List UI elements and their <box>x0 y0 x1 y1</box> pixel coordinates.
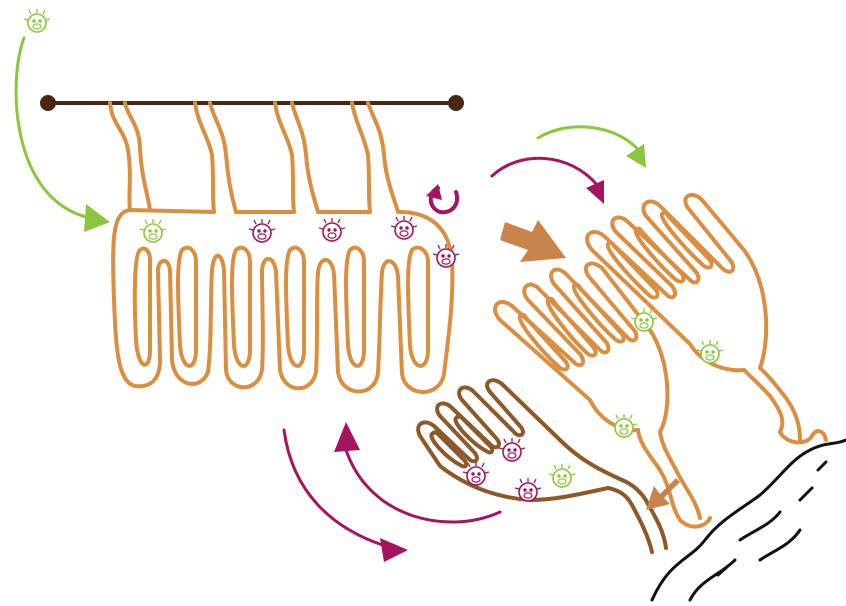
hanging-colony <box>110 103 452 392</box>
stalk-2 <box>195 103 214 212</box>
magenta-arrowhead-down <box>380 538 408 562</box>
smiling-spore-icon <box>433 244 459 267</box>
smiling-spore-icon <box>499 438 525 461</box>
stalk-3 <box>275 103 294 212</box>
substrate-bar <box>40 95 464 111</box>
circular-arrow-icon <box>426 184 457 212</box>
stalk-1 <box>110 103 130 210</box>
mature-colony <box>418 380 666 552</box>
smiling-spore-icon <box>611 414 637 437</box>
smiling-spore-icon <box>140 219 166 242</box>
green-arrowhead-left <box>84 204 110 232</box>
smiling-spore-icon <box>391 216 417 239</box>
stalk-4 <box>352 103 370 212</box>
magenta-arrowhead-up <box>334 422 360 452</box>
smiling-spore-icon <box>549 464 575 487</box>
smiling-spore-icon <box>319 218 345 241</box>
brown-arrow-large <box>500 220 566 262</box>
magenta-arrow-top <box>492 158 598 186</box>
smiling-spore-icon <box>249 219 275 242</box>
green-arrow-left <box>16 38 90 218</box>
stalk-4b <box>368 103 398 212</box>
smiling-spore-icon <box>24 9 50 32</box>
stalk-3b <box>292 103 318 212</box>
smiling-spore-icon <box>697 340 723 363</box>
green-arrow-top <box>538 127 640 152</box>
